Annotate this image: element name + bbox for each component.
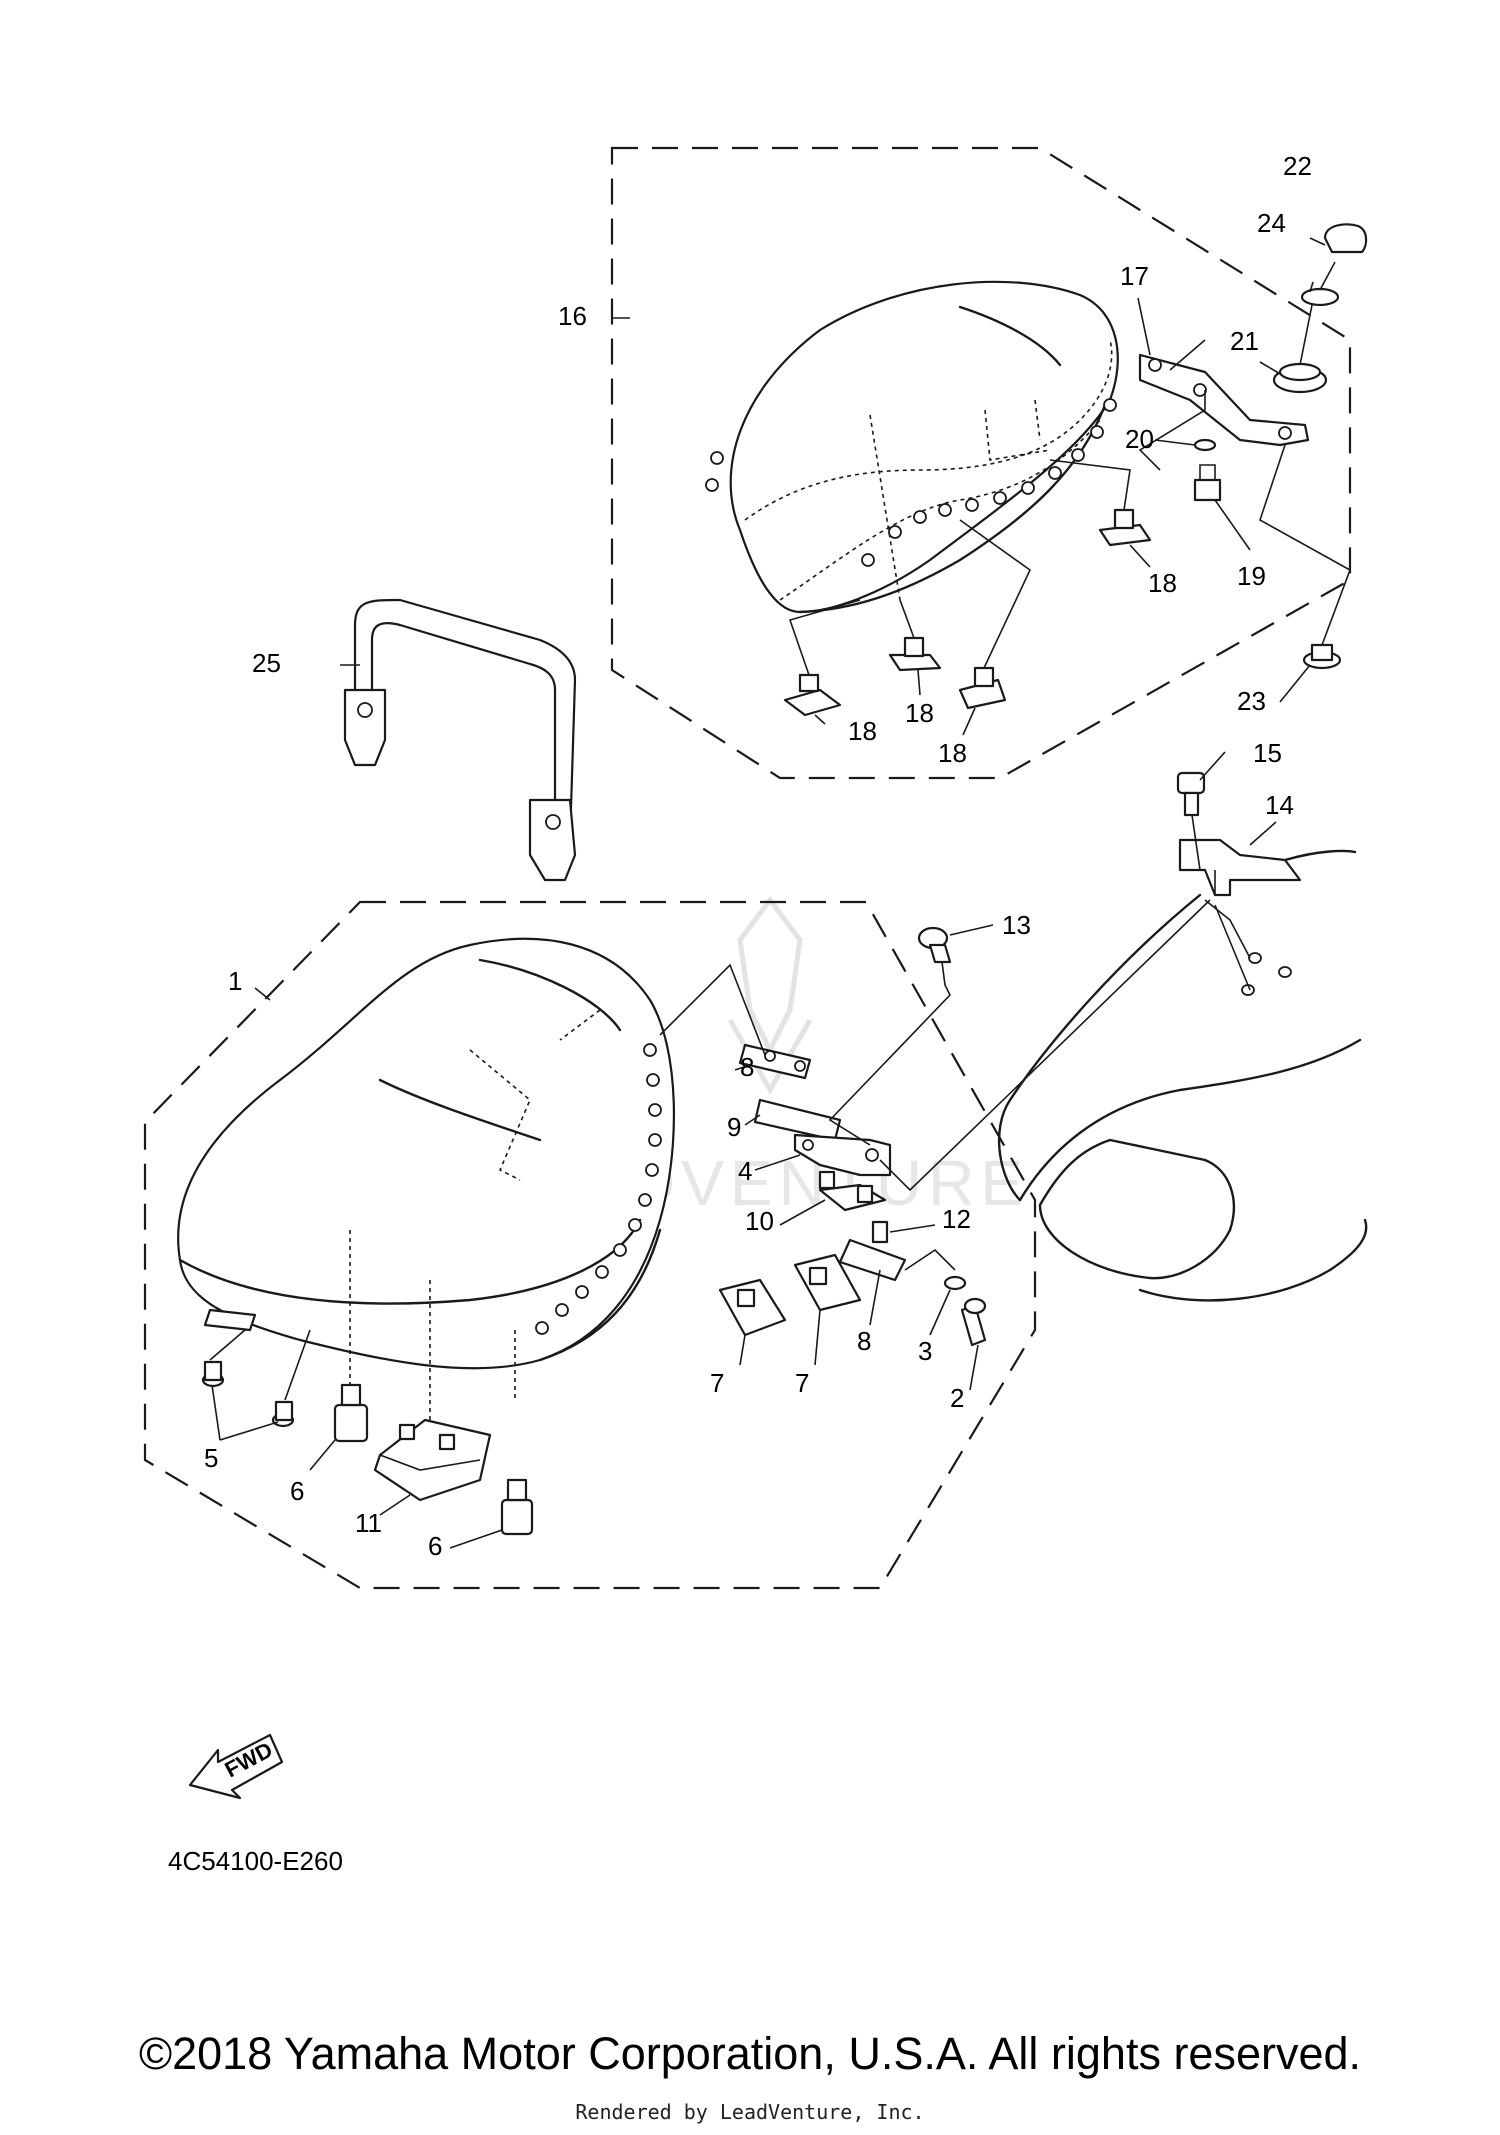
seat-screw (271, 1400, 295, 1428)
seat-damper (333, 1383, 369, 1443)
seat-plate-lower (838, 1238, 907, 1282)
callout-18c: 18 (938, 738, 967, 768)
callout-17: 17 (1120, 261, 1149, 291)
seat-plate-upper (738, 1043, 812, 1080)
seat-hook (203, 1308, 257, 1332)
callout-11: 11 (355, 1508, 382, 1538)
callout-8b: 8 (857, 1326, 871, 1356)
seat-screw (201, 1360, 225, 1388)
callout-18b: 18 (905, 698, 934, 728)
seat-clip (888, 636, 942, 672)
passenger-backrest (343, 598, 577, 882)
callout-4: 4 (738, 1156, 752, 1186)
callout-25: 25 (252, 648, 281, 678)
callout-8: 8 (740, 1052, 754, 1082)
callout-2: 2 (950, 1383, 964, 1413)
seat-clip (958, 666, 1007, 710)
rider-seat (177, 937, 676, 1450)
bolt (917, 926, 952, 964)
callout-23: 23 (1237, 686, 1266, 716)
callout-leaders (211, 237, 1326, 1549)
callout-21: 21 (1230, 326, 1259, 356)
grommet (1272, 362, 1328, 394)
callout-9: 9 (727, 1112, 741, 1142)
passenger-seat-bracket (1138, 353, 1310, 447)
callout-7: 7 (710, 1368, 724, 1398)
passenger-seat (705, 280, 1119, 614)
fender-bracket (1178, 838, 1302, 897)
seat-stay (818, 1170, 887, 1212)
callout-24: 24 (1257, 208, 1286, 238)
nut-flange (1302, 643, 1342, 670)
callout-18: 18 (848, 716, 877, 746)
callout-numbers: 1 2 3 4 5 6 6 7 7 8 8 9 10 11 12 13 14 1… (204, 151, 1312, 1561)
passenger-seat-group-outline (610, 146, 1352, 780)
callout-1: 1 (228, 966, 242, 996)
callout-16: 16 (558, 301, 587, 331)
diagram-code: 4C54100-E260 (168, 1846, 343, 1876)
seat-damper (500, 1478, 534, 1536)
callout-6b: 6 (428, 1531, 442, 1561)
callout-10: 10 (745, 1206, 774, 1236)
callout-18d: 18 (1148, 568, 1177, 598)
rendered-by-notice: Rendered by LeadVenture, Inc. (575, 2100, 925, 2124)
callout-7b: 7 (795, 1368, 809, 1398)
rider-seat-studs (535, 1043, 662, 1335)
callout-22: 22 (1283, 151, 1312, 181)
callout-20: 20 (1125, 424, 1154, 454)
washer (1300, 287, 1340, 307)
callout-12: 12 (942, 1204, 971, 1234)
callout-14: 14 (1265, 790, 1294, 820)
seat-bracket (793, 1133, 892, 1177)
seat-clip (1098, 508, 1152, 547)
seat-clip-lower (718, 1278, 787, 1337)
washer (943, 1275, 967, 1291)
cap-nut (1323, 223, 1368, 254)
seat-plate-middle (753, 1098, 842, 1142)
bolt (1193, 464, 1222, 502)
callout-3: 3 (918, 1336, 932, 1366)
fwd-arrow-icon: FWD (188, 1733, 284, 1800)
rider-seat-group-outline (143, 900, 1037, 1590)
passenger-seat-studs (705, 398, 1117, 567)
callout-13: 13 (1002, 910, 1031, 940)
bolt (1176, 771, 1206, 817)
rear-fender (997, 849, 1368, 1302)
callout-19: 19 (1237, 561, 1266, 591)
damper-block (373, 1418, 492, 1502)
washer-small (1193, 438, 1217, 452)
callout-6: 6 (290, 1476, 304, 1506)
seat-clip-lower (793, 1253, 862, 1312)
seat-clip (783, 673, 842, 717)
copyright-notice: ©2018 Yamaha Motor Corporation, U.S.A. A… (138, 2028, 1362, 2079)
collar (871, 1220, 889, 1244)
callout-15: 15 (1253, 738, 1282, 768)
callout-5: 5 (204, 1443, 218, 1473)
bolt (960, 1297, 987, 1347)
